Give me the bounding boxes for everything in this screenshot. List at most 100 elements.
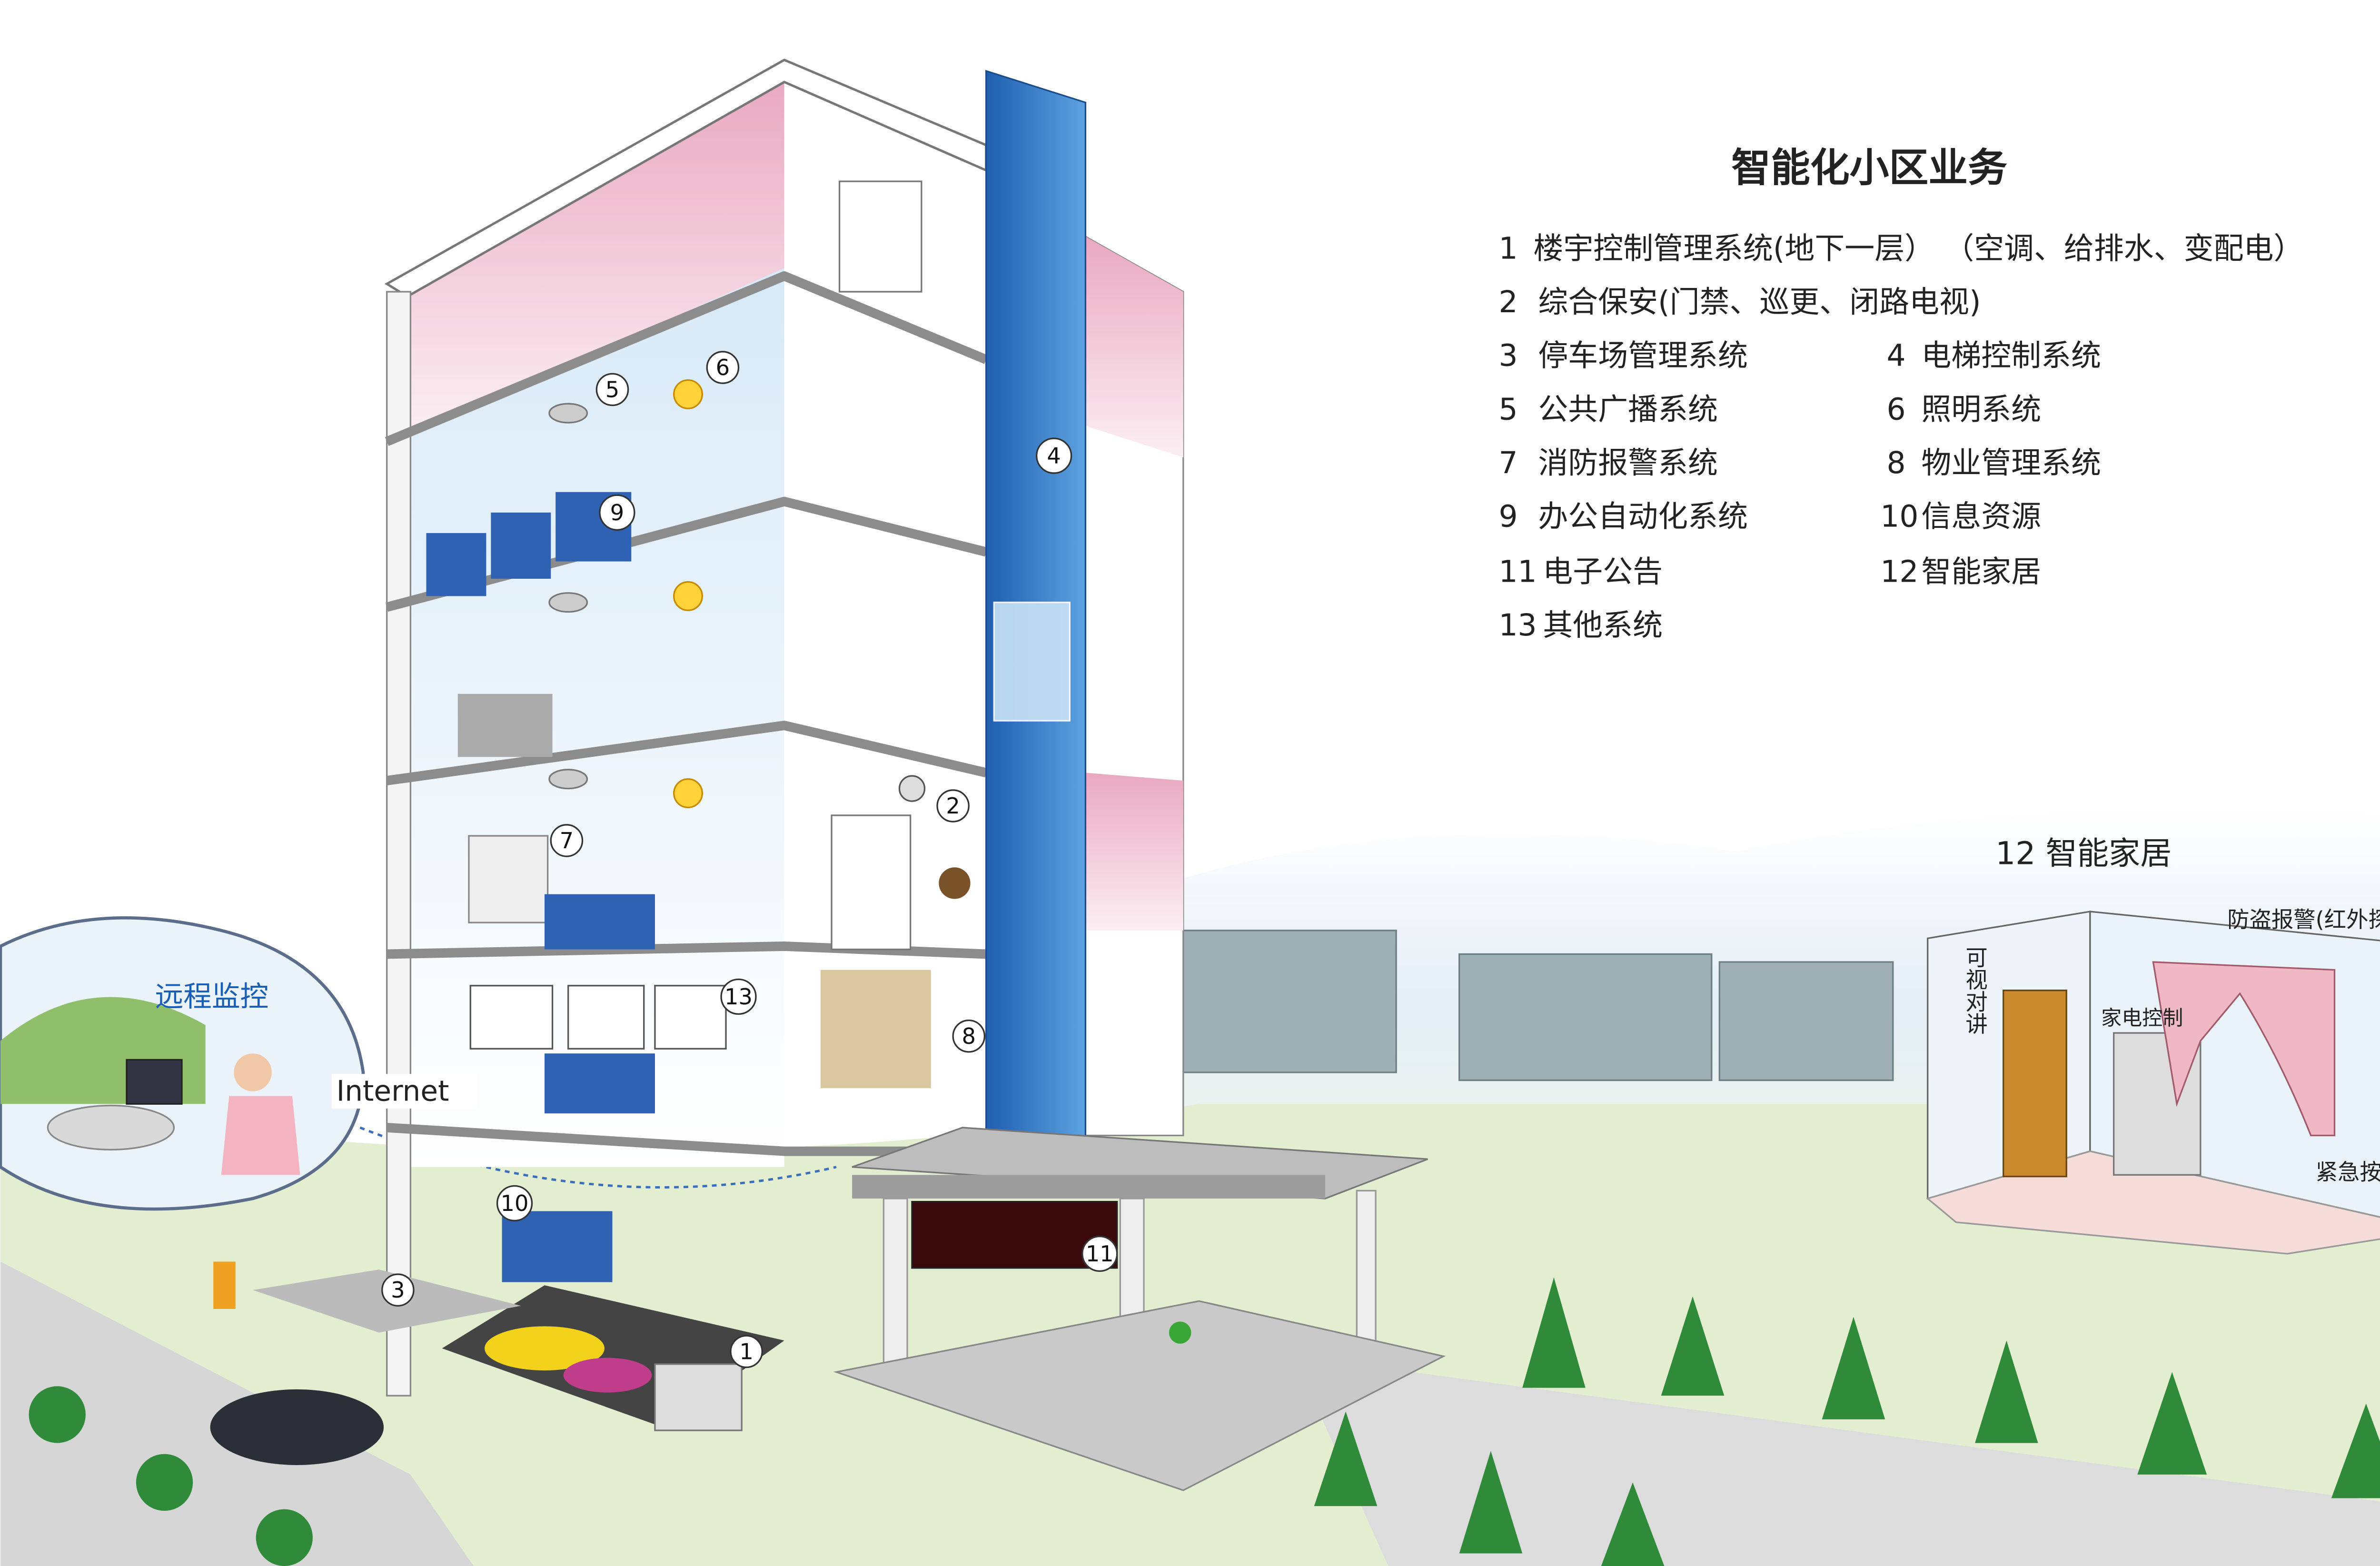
- remote-monitoring: 远程监控: [0, 916, 837, 1211]
- marker-10[interactable]: 10: [496, 1185, 533, 1222]
- svg-text:9: 9: [1498, 499, 1517, 534]
- svg-text:13: 13: [1498, 608, 1537, 643]
- svg-text:2: 2: [946, 793, 960, 819]
- internet-label: Internet: [337, 1075, 449, 1108]
- marker-4[interactable]: 4: [1036, 437, 1072, 474]
- marker-8[interactable]: 8: [952, 1019, 986, 1053]
- intercom-label: 可视对讲: [1962, 946, 1988, 1035]
- svg-text:公共广播系统: 公共广播系统: [1538, 392, 1718, 426]
- light-bulbs: [673, 379, 703, 809]
- legend-item-8: 8 物业管理系统: [1887, 446, 2102, 480]
- person-icon: [234, 1053, 272, 1091]
- marker-11[interactable]: 11: [1081, 1235, 1118, 1272]
- parking-barrier: [213, 1261, 236, 1309]
- svg-text:2: 2: [1498, 285, 1517, 319]
- svg-text:1: 1: [1498, 231, 1517, 266]
- pink-car: [563, 1358, 652, 1393]
- svg-text:7: 7: [560, 828, 574, 853]
- svg-text:5: 5: [605, 377, 620, 402]
- marker-3[interactable]: 3: [381, 1273, 415, 1307]
- legend-item-4: 4 电梯控制系统: [1887, 338, 2102, 373]
- svg-text:信息资源: 信息资源: [1921, 499, 2041, 534]
- svg-text:11: 11: [1498, 555, 1537, 589]
- fire-alarm-panel: [468, 835, 549, 923]
- svg-text:办公自动化系统: 办公自动化系统: [1538, 499, 1748, 534]
- building: [213, 59, 1184, 1431]
- display-boards: [469, 985, 727, 1050]
- laptop-icon: [126, 1059, 183, 1105]
- svg-text:8: 8: [962, 1023, 976, 1049]
- entry-door: [2003, 990, 2067, 1178]
- svg-text:电梯控制系统: 电梯控制系统: [1921, 338, 2101, 373]
- security-guard: [939, 867, 971, 899]
- system-markers: 1 2 3 4 5 6 7 8 9 10 11 13: [381, 351, 1118, 1368]
- marker-7[interactable]: 7: [550, 824, 584, 857]
- internet-label-backdrop: [331, 1074, 477, 1109]
- appliance-control-label: 家电控制: [2101, 1007, 2183, 1031]
- svg-text:13: 13: [724, 984, 753, 1010]
- distant-buildings: [1182, 930, 1894, 1081]
- svg-text:停车场管理系统: 停车场管理系统: [1538, 338, 1748, 373]
- svg-text:11: 11: [1086, 1241, 1114, 1267]
- svg-text:5: 5: [1498, 392, 1517, 426]
- pedestrian: [1169, 1321, 1191, 1344]
- marker-5[interactable]: 5: [595, 373, 629, 406]
- marker-6[interactable]: 6: [706, 351, 740, 384]
- svg-text:其他系统: 其他系统: [1543, 608, 1663, 643]
- rooftop-door: [838, 180, 922, 293]
- cabinet: [457, 694, 553, 757]
- legend-item-9: 9 办公自动化系统: [1498, 499, 1747, 534]
- legend-item-3: 3 停车场管理系统: [1498, 338, 1747, 373]
- svg-text:9: 9: [610, 500, 625, 525]
- legend-item-7: 7 消防报警系统: [1498, 446, 1717, 480]
- desk: [545, 894, 655, 950]
- curtain: [2152, 961, 2336, 1137]
- svg-text:照明系统: 照明系统: [1921, 392, 2041, 426]
- svg-text:10: 10: [501, 1190, 529, 1216]
- svg-text:综合保安(门禁、巡更、闭路电视): 综合保安(门禁、巡更、闭路电视): [1538, 285, 1981, 319]
- svg-text:4: 4: [1887, 338, 1906, 373]
- svg-text:4: 4: [1047, 443, 1061, 469]
- smart-home-title: 12 智能家居: [1995, 835, 2172, 872]
- trees: [29, 1277, 2380, 1566]
- legend-item-1: 1 楼宇控制管理系统(地下一层） （空调、给排水、变配电）: [1498, 231, 2303, 266]
- emergency-button-label: 紧急按钮: [2316, 1159, 2380, 1185]
- smart-home-inset: 12 智能家居 可视对讲 家电控制 防盗报警(红外探头) 紧急按钮: [1926, 835, 2380, 1255]
- svg-text:6: 6: [716, 355, 730, 380]
- burglar-alarm-label: 防盗报警(红外探头): [2227, 907, 2380, 932]
- property-office: [820, 970, 931, 1089]
- marker-1[interactable]: 1: [730, 1335, 763, 1368]
- svg-text:消防报警系统: 消防报警系统: [1538, 446, 1718, 480]
- yellow-car: [485, 1326, 605, 1371]
- road-right: [1293, 1356, 2380, 1566]
- legend-item-5: 5 公共广播系统: [1498, 392, 1717, 426]
- marker-2[interactable]: 2: [936, 789, 970, 823]
- svg-text:楼宇控制管理系统(地下一层） （空调、给排水、变配电）: 楼宇控制管理系统(地下一层） （空调、给排水、变配电）: [1533, 231, 2303, 266]
- bms-cabinet: [654, 1363, 743, 1431]
- svg-text:8: 8: [1887, 446, 1906, 480]
- svg-text:1: 1: [739, 1338, 754, 1364]
- speakers: [548, 403, 588, 790]
- info-desk: [502, 1211, 613, 1282]
- desk-2: [545, 1053, 655, 1114]
- marker-9[interactable]: 9: [599, 494, 635, 531]
- svg-text:智能家居: 智能家居: [1921, 555, 2041, 589]
- svg-text:3: 3: [1498, 338, 1517, 373]
- svg-text:7: 7: [1498, 446, 1517, 480]
- svg-text:物业管理系统: 物业管理系统: [1921, 446, 2101, 480]
- svg-text:3: 3: [391, 1277, 405, 1303]
- svg-text:10: 10: [1880, 499, 1918, 534]
- svg-text:电子公告: 电子公告: [1543, 555, 1663, 589]
- elevator-car: [993, 601, 1071, 722]
- marker-13[interactable]: 13: [720, 978, 757, 1015]
- sedan-car: [210, 1389, 384, 1465]
- remote-monitoring-label: 远程监控: [155, 981, 268, 1013]
- back-wall-pink: [410, 79, 784, 434]
- cctv-camera-icon: [898, 775, 926, 802]
